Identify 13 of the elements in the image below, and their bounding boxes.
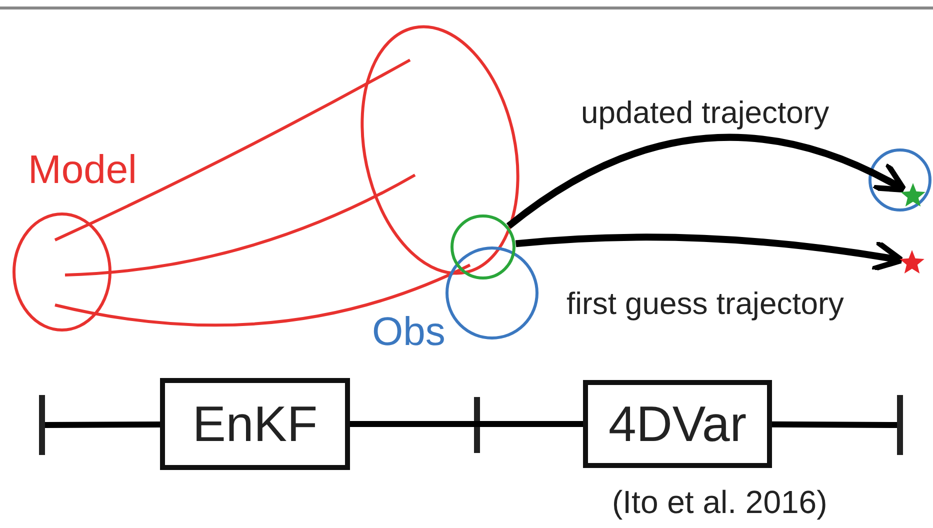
timeline-line [772,421,898,428]
analysis-circle [450,214,516,280]
timeline-line [44,422,160,428]
trajectory-arrow [515,234,905,272]
timeline-line [350,421,583,427]
model-label: Model [28,150,137,190]
star-marker [899,249,925,275]
citation: (Ito et al. 2016) [612,486,828,518]
star-marker [900,182,926,208]
phase-box: EnKF [160,378,350,470]
observation-label: Obs [372,312,446,352]
trajectory-arrow [506,134,908,229]
phase-box: 4DVar [583,380,772,468]
